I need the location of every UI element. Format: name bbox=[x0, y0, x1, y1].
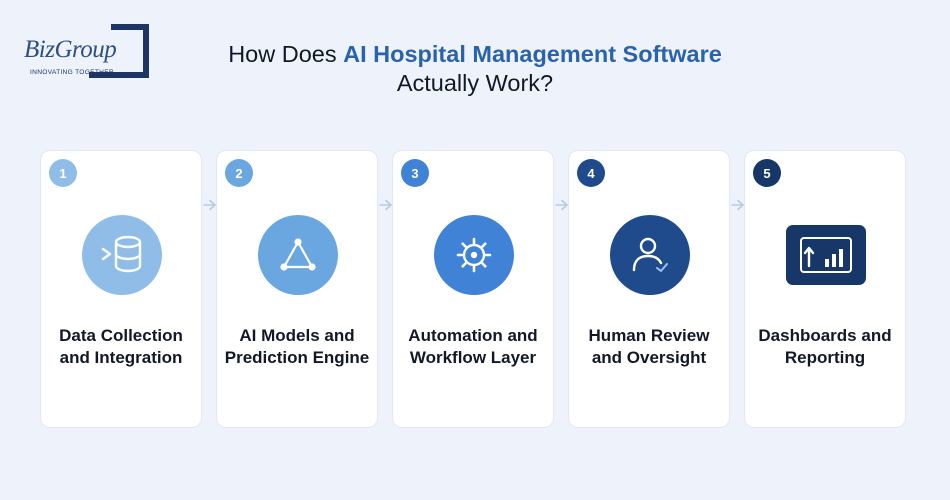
logo-tagline: INNOVATING TOGETHER bbox=[30, 69, 114, 76]
arrow-right-icon bbox=[379, 199, 392, 211]
arrow-right-icon bbox=[555, 199, 568, 211]
gear-icon bbox=[434, 215, 514, 295]
title-highlight: AI Hospital Management Software bbox=[343, 41, 722, 67]
title-line2: Actually Work? bbox=[396, 70, 554, 96]
arrow-right-icon bbox=[203, 199, 216, 211]
step-card-2: 2 AI Models and Prediction Engine bbox=[216, 150, 378, 428]
user-check-icon bbox=[610, 215, 690, 295]
step-card-1: 1 Data Collection and Integration bbox=[40, 150, 202, 428]
title-prefix: How Does bbox=[228, 41, 344, 67]
logo-name: BizGroup bbox=[24, 36, 117, 63]
step-card-5: 5 Dashboards and Reporting bbox=[744, 150, 906, 428]
step-label: Dashboards and Reporting bbox=[758, 326, 892, 367]
network-triangle-icon bbox=[258, 215, 338, 295]
step-label: Automation and Workflow Layer bbox=[408, 326, 538, 367]
step-number-badge: 4 bbox=[577, 159, 605, 187]
logo-frame bbox=[89, 24, 149, 78]
page-title: How Does AI Hospital Management Software… bbox=[170, 40, 780, 98]
database-icon bbox=[82, 215, 162, 295]
step-number-badge: 3 bbox=[401, 159, 429, 187]
step-label: AI Models and Prediction Engine bbox=[224, 326, 370, 367]
bizgroup-logo: BizGroup INNOVATING TOGETHER bbox=[22, 24, 156, 82]
step-label: Data Collection and Integration bbox=[59, 326, 183, 367]
step-card-3: 3 Automation and Workflow Layer bbox=[392, 150, 554, 428]
step-number-badge: 5 bbox=[753, 159, 781, 187]
step-number-badge: 1 bbox=[49, 159, 77, 187]
dashboard-chart-icon bbox=[786, 225, 866, 285]
step-label: Human Review and Oversight bbox=[588, 326, 710, 367]
step-card-4: 4 Human Review and Oversight bbox=[568, 150, 730, 428]
arrow-right-icon bbox=[731, 199, 744, 211]
step-number-badge: 2 bbox=[225, 159, 253, 187]
